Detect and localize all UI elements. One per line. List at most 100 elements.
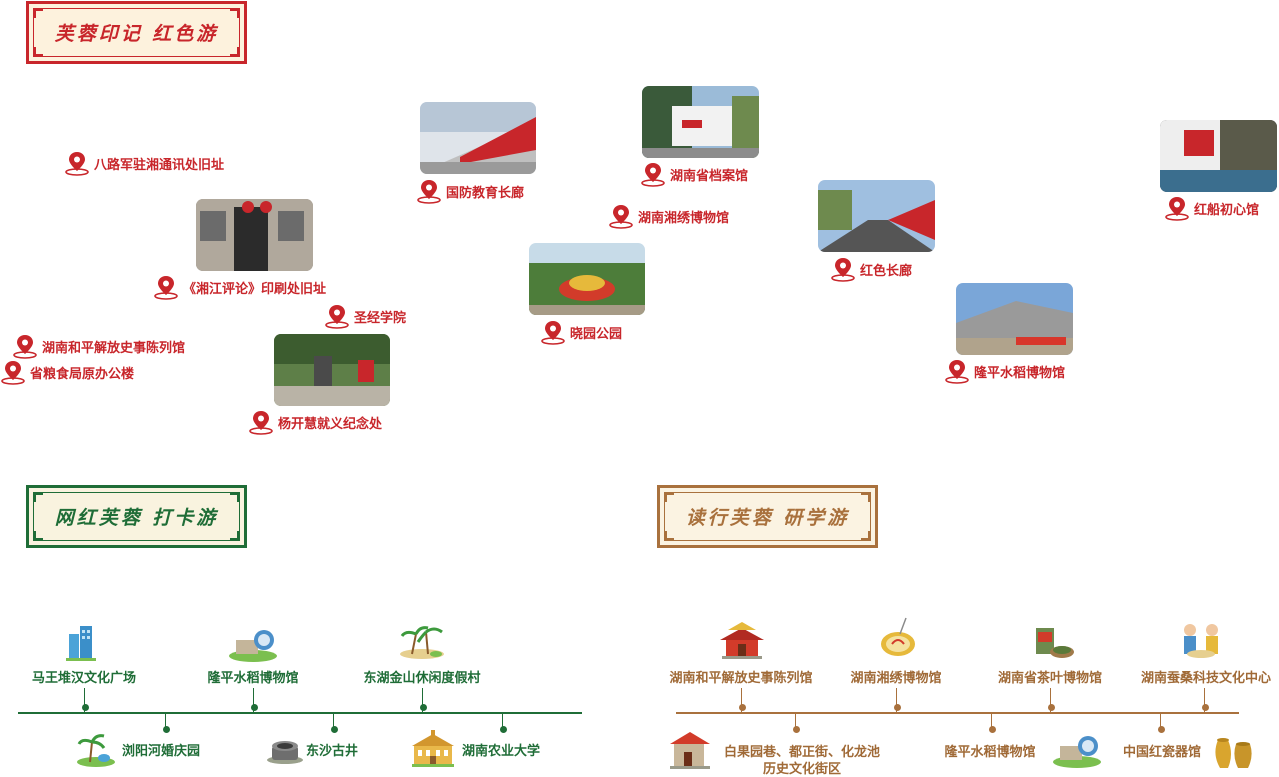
map-pin-balujun[interactable]: 八路军驻湘通讯处旧址 [64,150,224,176]
timeline-dot [1158,726,1165,733]
map-pin-xiaoyuan-park[interactable]: 晓园公园 [540,319,622,345]
map-pin-icon [831,258,855,282]
timeline-label: 浏阳河婚庆园 [122,744,201,759]
timeline-tick [84,688,85,712]
photo-red-corridor [818,180,935,252]
pin-label: 八路军驻湘通讯处旧址 [94,157,225,173]
map-pin-icon [945,360,969,384]
embroidery-icon [878,614,918,658]
map-pin-rice-museum[interactable]: 隆平水稻博物馆 [944,358,1065,384]
timeline-label: 湖南和平解放史事陈列馆 [669,671,813,686]
timeline-tick [333,712,334,730]
map-pin-icon [154,276,178,300]
section-title-text: 芙蓉印记 红色游 [54,23,219,45]
map-pin-icon [13,335,37,359]
timeline-tick [795,712,796,730]
tea-icon [1030,622,1076,660]
porcelain-icon [1210,734,1254,772]
pin-label: 晓园公园 [570,326,623,342]
timeline-label: 湖南省茶叶博物馆 [997,671,1103,686]
photo-defense-corridor [420,102,536,174]
pin-label: 红色长廊 [860,263,913,279]
pin-label: 《湘江评论》印刷处旧址 [183,281,327,297]
timeline-dot [894,704,901,711]
timeline-dot [251,704,258,711]
timeline-label: 马王堆汉文化广场 [31,671,137,686]
palm-resort-icon [398,622,446,660]
timeline-tick [991,712,992,730]
timeline-tick [741,688,742,712]
historic-street-icon [668,728,712,770]
photo-rice-museum [956,283,1073,355]
map-pin-hunan-archives[interactable]: 湖南省档案馆 [640,161,748,187]
timeline-label: 湖南农业大学 [462,744,541,759]
timeline-label: 中国红瓷器馆 [1122,745,1202,760]
timeline-dot [331,726,338,733]
photo-hunan-archives [642,86,759,158]
section-title-study-tour: 读行芙蓉 研学游 [657,485,878,548]
map-pin-red-boat-hall[interactable]: 红船初心馆 [1164,195,1259,221]
rice-museum-icon [1052,732,1102,768]
map-pin-defense-corridor[interactable]: 国防教育长廊 [416,178,524,204]
timeline-dot [500,726,507,733]
map-pin-grain-bureau[interactable]: 省粮食局原办公楼 [0,359,134,385]
timeline-dot [420,704,427,711]
sericulture-icon [1176,620,1226,660]
timeline-label: 隆平水稻博物馆 [207,671,299,686]
map-pin-xiangjiang-review[interactable]: 《湘江评论》印刷处旧址 [153,274,326,300]
map-pin-icon [1165,197,1189,221]
timeline-tick [896,688,897,712]
timeline-label: 东湖金山休闲度假村 [363,671,481,686]
map-pin-icon [249,411,273,435]
timeline-tick [1204,688,1205,712]
university-icon [410,730,456,768]
map-pin-icon [417,180,441,204]
section-title-red-tour: 芙蓉印记 红色游 [26,1,247,64]
section-title-text: 网红芙蓉 打卡游 [54,507,219,529]
timeline-tick [165,712,166,730]
timeline-tick [1050,688,1051,712]
pavilion-icon [720,622,764,660]
map-pin-icon [1,361,25,385]
timeline-label: 湖南湘绣博物馆 [850,671,942,686]
map-pin-icon [65,152,89,176]
timeline-label: 白果园巷、都正街、化龙池 [723,745,881,760]
timeline-label: 东沙古井 [306,744,359,759]
section-title-checkin-tour: 网红芙蓉 打卡游 [26,485,247,548]
green-timeline-line [18,712,582,714]
photo-xiaoyuan-park [529,243,645,315]
section-title-text: 读行芙蓉 研学游 [685,507,850,529]
map-pin-icon [609,205,633,229]
map-pin-icon [541,321,565,345]
timeline-label: 湖南蚕桑科技文化中心 [1140,671,1272,686]
pin-label: 省粮食局原办公楼 [30,366,135,382]
timeline-dot [1048,704,1055,711]
wedding-park-icon [76,728,116,768]
timeline-tick [1160,712,1161,730]
timeline-dot [793,726,800,733]
pin-label: 国防教育长廊 [446,185,525,201]
timeline-label: 隆平水稻博物馆 [944,745,1036,760]
photo-kaihui-memorial [274,334,390,406]
pin-label: 湖南和平解放史事陈列馆 [42,340,186,356]
timeline-dot [989,726,996,733]
timeline-tick [253,688,254,712]
map-pin-embroidery-museum[interactable]: 湖南湘绣博物馆 [608,203,729,229]
map-pin-red-corridor[interactable]: 红色长廊 [830,256,912,282]
map-pin-peace-liberation[interactable]: 湖南和平解放史事陈列馆 [12,333,185,359]
map-pin-icon [325,305,349,329]
map-pin-kaihui-memorial[interactable]: 杨开慧就义纪念处 [248,409,382,435]
map-pin-bible-college[interactable]: 圣经学院 [324,303,406,329]
pin-label: 湖南湘绣博物馆 [638,210,730,226]
timeline-label: 历史文化街区 [762,762,842,777]
pin-label: 杨开慧就义纪念处 [278,416,383,432]
pin-label: 红船初心馆 [1194,202,1260,218]
timeline-dot [1202,704,1209,711]
rice-museum-icon [228,626,278,662]
pin-label: 湖南省档案馆 [670,168,749,184]
pin-label: 隆平水稻博物馆 [974,365,1066,381]
timeline-dot [82,704,89,711]
map-pin-icon [641,163,665,187]
photo-red-boat-hall [1160,120,1277,192]
well-icon [266,734,304,764]
